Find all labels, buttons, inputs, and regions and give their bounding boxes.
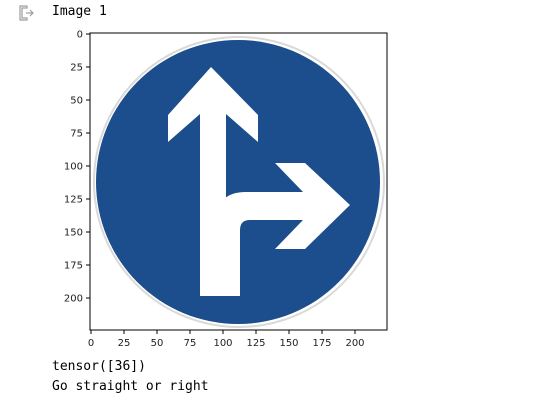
x-tick-label: 200 [345,338,364,349]
straight-or-right-arrow [168,67,350,296]
x-tick-label: 50 [151,338,164,349]
y-tick-label: 25 [70,63,83,74]
y-tick-label: 50 [70,96,83,107]
y-tick-label: 100 [64,162,83,173]
x-tick-label: 125 [246,338,265,349]
y-axis: 0 25 50 75 100 125 150 175 200 [64,30,90,305]
axes-frame [89,32,388,331]
x-tick-label: 0 [88,338,94,349]
x-tick-label: 175 [312,338,331,349]
y-tick-label: 75 [70,129,83,140]
output-title: Image 1 [52,4,107,19]
y-tick-label: 200 [64,294,83,305]
y-tick-label: 150 [64,228,83,239]
x-axis: 0 25 50 75 100 125 150 175 200 [88,330,365,349]
prediction-tensor: tensor([36]) [52,359,146,374]
sign-disc [96,40,380,324]
traffic-sign-image [90,33,387,330]
prediction-label: Go straight or right [52,379,209,394]
x-tick-label: 25 [118,338,131,349]
y-tick-label: 0 [77,30,83,41]
x-tick-label: 150 [279,338,298,349]
x-tick-label: 75 [184,338,197,349]
x-tick-label: 100 [213,338,232,349]
output-icon [19,5,34,21]
y-tick-label: 125 [64,195,83,206]
y-tick-label: 175 [64,261,83,272]
